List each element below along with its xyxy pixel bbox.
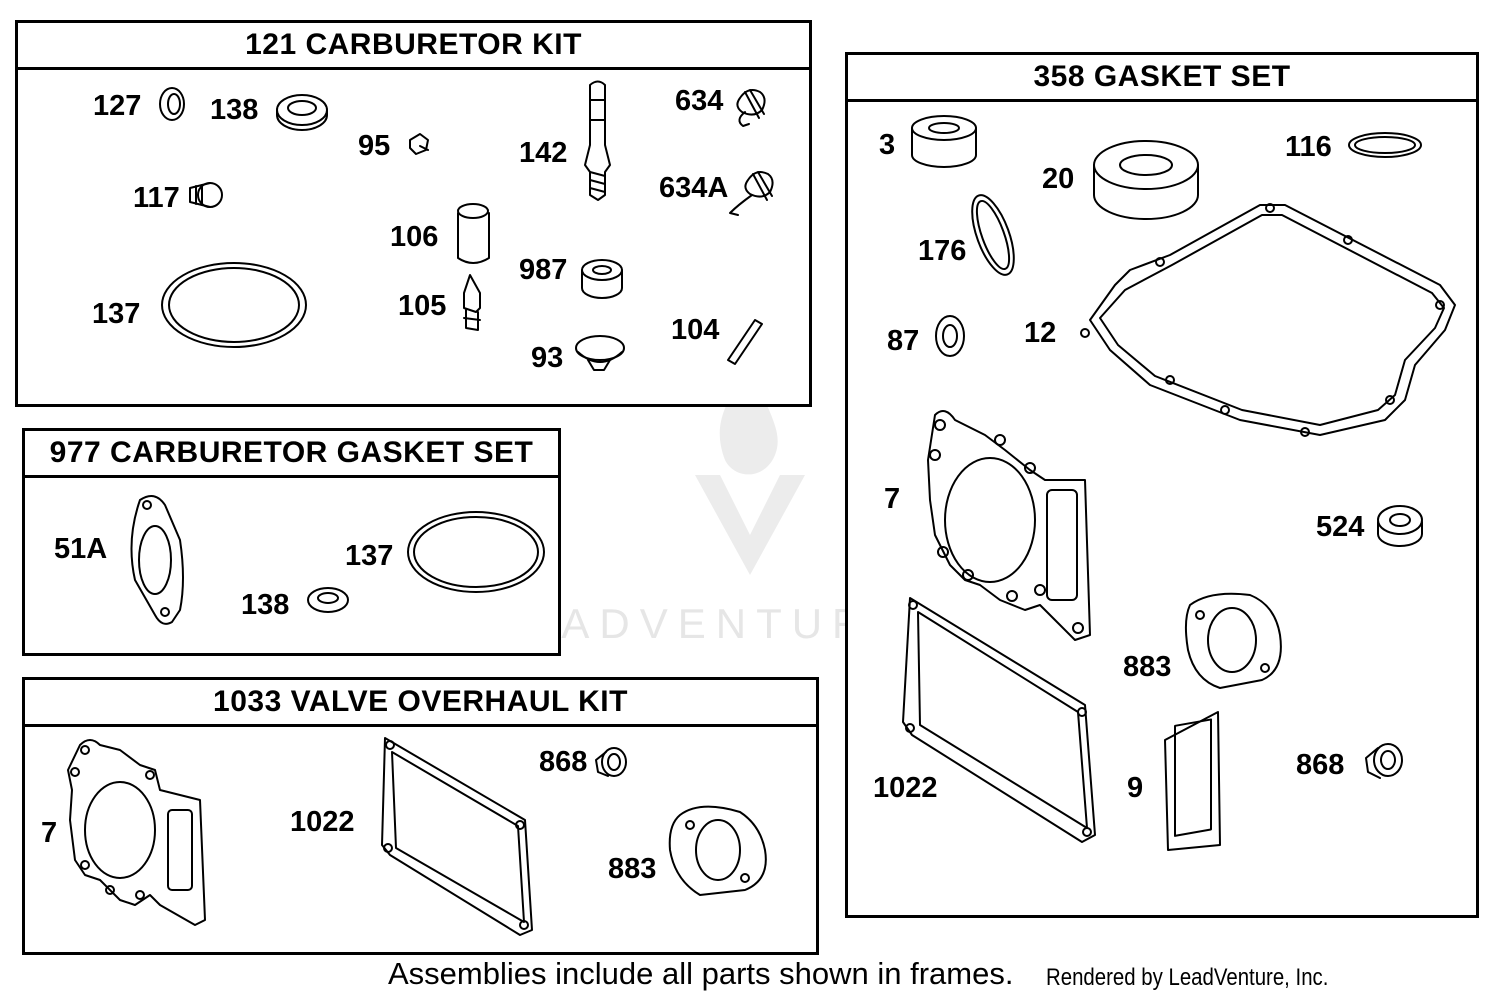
- part-137-oring: [161, 262, 307, 348]
- callout-142: 142: [519, 137, 568, 169]
- part-127-ring: [159, 87, 185, 121]
- callout-105: 105: [398, 290, 447, 322]
- rendered-by-credit: Rendered by LeadVenture, Inc.: [1046, 964, 1329, 991]
- part-138-washer: [307, 587, 349, 613]
- part-95-screw: [409, 133, 429, 155]
- callout-9: 9: [1127, 772, 1144, 804]
- leadventure-logo-watermark: [695, 360, 805, 575]
- part-9-gasket: [1164, 711, 1221, 851]
- part-106-cylinder: [457, 203, 490, 264]
- callout-127: 127: [93, 90, 142, 122]
- part-987-bushing: [581, 259, 623, 299]
- callout-987: 987: [519, 254, 568, 286]
- part-1022-cover-gasket: [381, 737, 533, 936]
- callout-868: 868: [539, 746, 588, 778]
- frame-title: 121 CARBURETOR KIT: [18, 23, 809, 70]
- callout-106: 106: [390, 221, 439, 253]
- part-1022-cover-gasket: [902, 597, 1096, 843]
- part-87-seal: [935, 315, 965, 357]
- frame-carburetor-kit: 121 CARBURETOR KIT: [15, 20, 812, 407]
- part-138-washer: [276, 94, 328, 131]
- callout-93: 93: [531, 342, 564, 374]
- callout-20: 20: [1042, 163, 1075, 195]
- frame-title: 1033 VALVE OVERHAUL KIT: [25, 680, 816, 727]
- callout-87: 87: [887, 325, 920, 357]
- callout-7: 7: [41, 817, 58, 849]
- part-883-gasket: [668, 805, 767, 896]
- callout-137: 137: [92, 298, 141, 330]
- part-7-head-gasket: [927, 410, 1091, 641]
- callout-7: 7: [884, 483, 901, 515]
- part-104-pin: [727, 319, 763, 365]
- callout-104: 104: [671, 314, 720, 346]
- part-634-spring: [736, 89, 766, 127]
- part-93-cap: [575, 335, 625, 371]
- frame-valve-overhaul-kit: 1033 VALVE OVERHAUL KIT: [22, 677, 819, 955]
- part-137-oring: [407, 511, 545, 593]
- callout-137: 137: [345, 540, 394, 572]
- callout-95: 95: [358, 130, 391, 162]
- callout-12: 12: [1024, 317, 1057, 349]
- frame-title: 977 CARBURETOR GASKET SET: [25, 431, 558, 478]
- callout-1022: 1022: [290, 806, 355, 838]
- frame-title: 358 GASKET SET: [848, 55, 1476, 102]
- callout-634: 634: [675, 85, 724, 117]
- callout-3: 3: [879, 129, 896, 161]
- callout-634a: 634A: [659, 172, 729, 204]
- part-51a-gasket: [130, 495, 184, 625]
- part-142-needle: [584, 80, 611, 201]
- callout-116: 116: [1285, 131, 1332, 163]
- part-20-seal: [1093, 140, 1199, 220]
- part-883-gasket: [1184, 592, 1282, 689]
- part-116-oring: [1348, 132, 1422, 158]
- callout-51a: 51A: [54, 533, 108, 565]
- part-176-oring: [971, 194, 1015, 276]
- part-868-seal: [595, 747, 627, 777]
- callout-868: 868: [1296, 749, 1345, 781]
- callout-524: 524: [1316, 511, 1365, 543]
- callout-176: 176: [918, 235, 967, 267]
- callout-1022: 1022: [873, 772, 938, 804]
- part-7-head-gasket: [67, 739, 206, 926]
- callout-117: 117: [133, 182, 180, 214]
- callout-883: 883: [608, 853, 657, 885]
- part-3-seal: [911, 115, 977, 168]
- frame-carburetor-gasket-set: 977 CARBURETOR GASKET SET: [22, 428, 561, 656]
- callout-138: 138: [241, 589, 290, 621]
- part-117-fitting: [189, 182, 223, 208]
- callout-138: 138: [210, 94, 259, 126]
- part-868-seal: [1365, 743, 1403, 779]
- assemblies-note: Assemblies include all parts shown in fr…: [388, 956, 1014, 991]
- part-634a-spring: [729, 171, 774, 216]
- part-12-crankcase-gasket: [1080, 203, 1456, 437]
- part-524-plug: [1377, 505, 1423, 547]
- part-105-needle-valve: [463, 274, 481, 331]
- callout-883: 883: [1123, 651, 1172, 683]
